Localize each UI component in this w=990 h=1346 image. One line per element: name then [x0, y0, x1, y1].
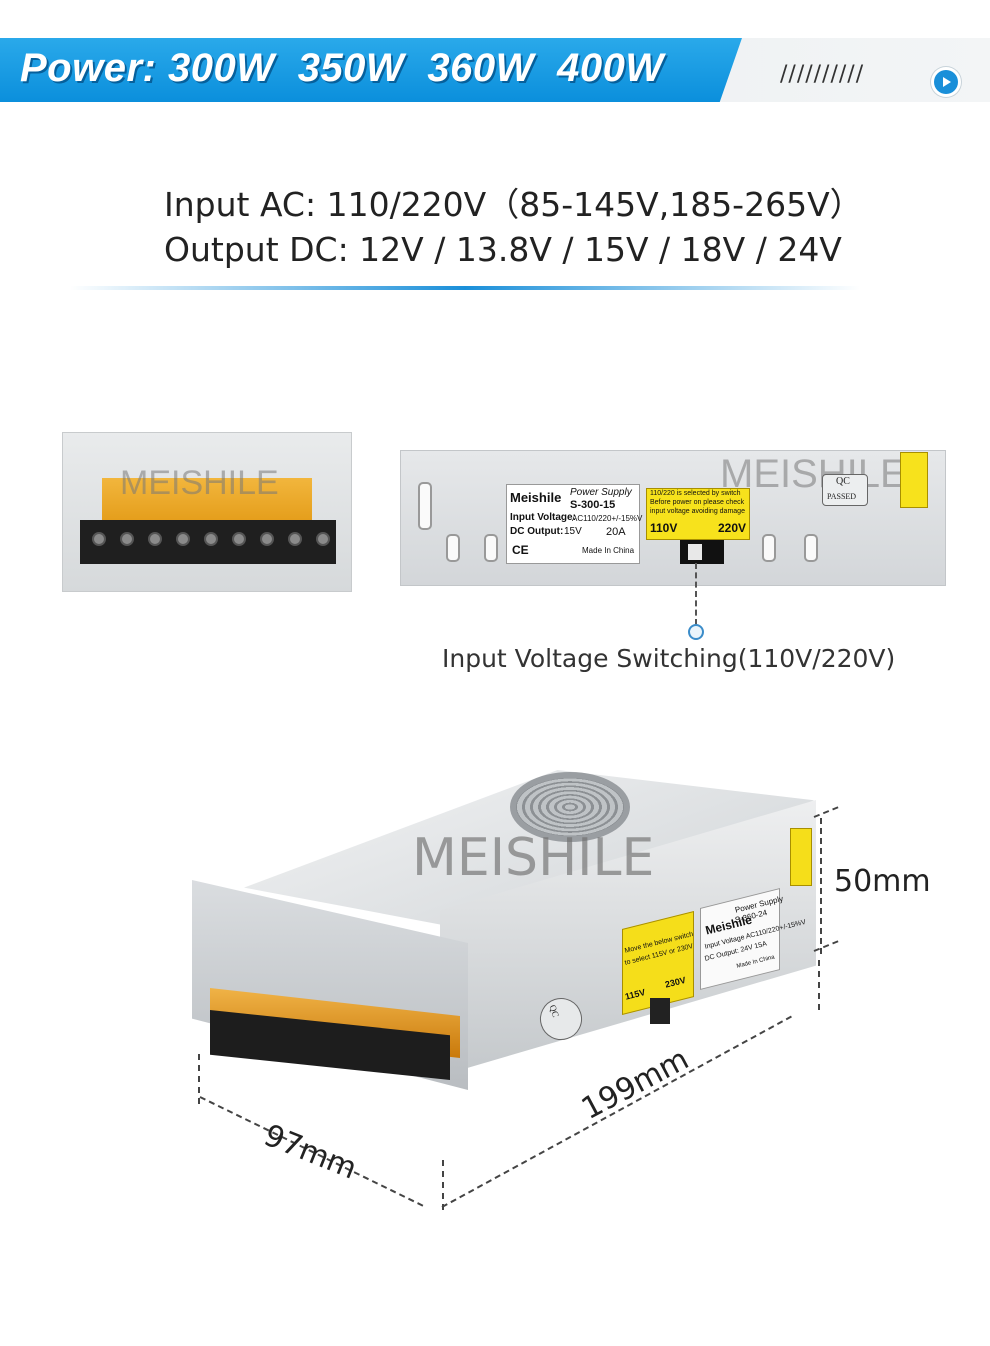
unit-inspection-stripe	[790, 828, 812, 886]
divider	[70, 286, 860, 290]
arrow-right-icon	[934, 70, 958, 94]
watermark-unit: MEISHILE	[412, 828, 655, 888]
vent-slot	[446, 534, 460, 562]
watermark-side: MEISHILE	[720, 452, 907, 496]
terminal-screw	[232, 532, 246, 546]
length-label: 199mm	[576, 1041, 695, 1127]
qc-sticker	[822, 474, 868, 506]
width-dimension-tick	[198, 1054, 200, 1104]
terminal-screw	[176, 532, 190, 546]
terminal-screw	[148, 532, 162, 546]
vent-slot	[804, 534, 818, 562]
label-type: Power Supply	[570, 487, 632, 498]
terminal-screw	[204, 532, 218, 546]
height-dimension-tick	[813, 940, 839, 952]
watermark-front: MEISHILE	[120, 464, 279, 502]
terminal-screw	[92, 532, 106, 546]
label-output: DC Output:	[510, 526, 564, 537]
label-output-value: 15V	[564, 526, 582, 537]
label-made-in: Made In China	[582, 546, 635, 555]
unit-voltage-switch	[650, 998, 670, 1024]
switch-note-line3: input voltage avoiding damage	[650, 508, 745, 515]
power-title: Power: 300W 350W 360W 400W	[20, 46, 664, 90]
length-dimension-tick	[442, 1160, 444, 1210]
label-input-value: AC110/220+/-15%V	[572, 514, 643, 523]
label-output-amp: 20A	[606, 526, 626, 538]
vent-slot	[484, 534, 498, 562]
voltage-switch	[680, 540, 724, 564]
inspection-stripe	[900, 452, 928, 508]
width-label: 97mm	[258, 1118, 362, 1187]
label-model: S-300-15	[570, 499, 616, 511]
decorative-slashes: //////////	[780, 62, 865, 87]
switch-note-line2: Before power on please check	[650, 499, 745, 506]
voltage-high: 220V	[718, 521, 747, 535]
switch-caption: Input Voltage Switching(110V/220V)	[442, 644, 896, 673]
qc-status: PASSED	[827, 492, 857, 501]
terminal-screw	[120, 532, 134, 546]
length-dimension-tick	[818, 960, 820, 1010]
input-spec: Input AC: 110/220V（85-145V,185-265V）	[164, 185, 863, 224]
vent-slot	[762, 534, 776, 562]
header-banner	[0, 38, 742, 102]
terminal-screw	[260, 532, 274, 546]
pointer-dot-icon	[688, 624, 704, 640]
vent-slot	[418, 482, 432, 530]
qc-title: QC	[836, 476, 850, 487]
switch-warning-label	[646, 488, 750, 540]
height-dimension-tick	[813, 806, 839, 818]
height-dimension-line	[820, 818, 822, 954]
ce-mark: CE	[512, 543, 529, 557]
voltage-switch-knob	[688, 544, 702, 560]
label-brand: Meishile	[510, 490, 562, 505]
fan-grille-icon	[510, 772, 630, 842]
output-spec: Output DC: 12V / 13.8V / 15V / 18V / 24V	[164, 230, 842, 269]
height-label: 50mm	[834, 864, 931, 899]
label-input: Input Voltage:	[510, 512, 576, 523]
terminal-screw	[316, 532, 330, 546]
voltage-low: 110V	[650, 521, 678, 535]
product-label	[506, 484, 640, 564]
switch-note-line1: 110/220 is selected by switch	[650, 490, 741, 497]
front-view-image: MEISHILE	[62, 432, 352, 592]
terminal-screw	[288, 532, 302, 546]
pointer-line	[695, 563, 697, 625]
